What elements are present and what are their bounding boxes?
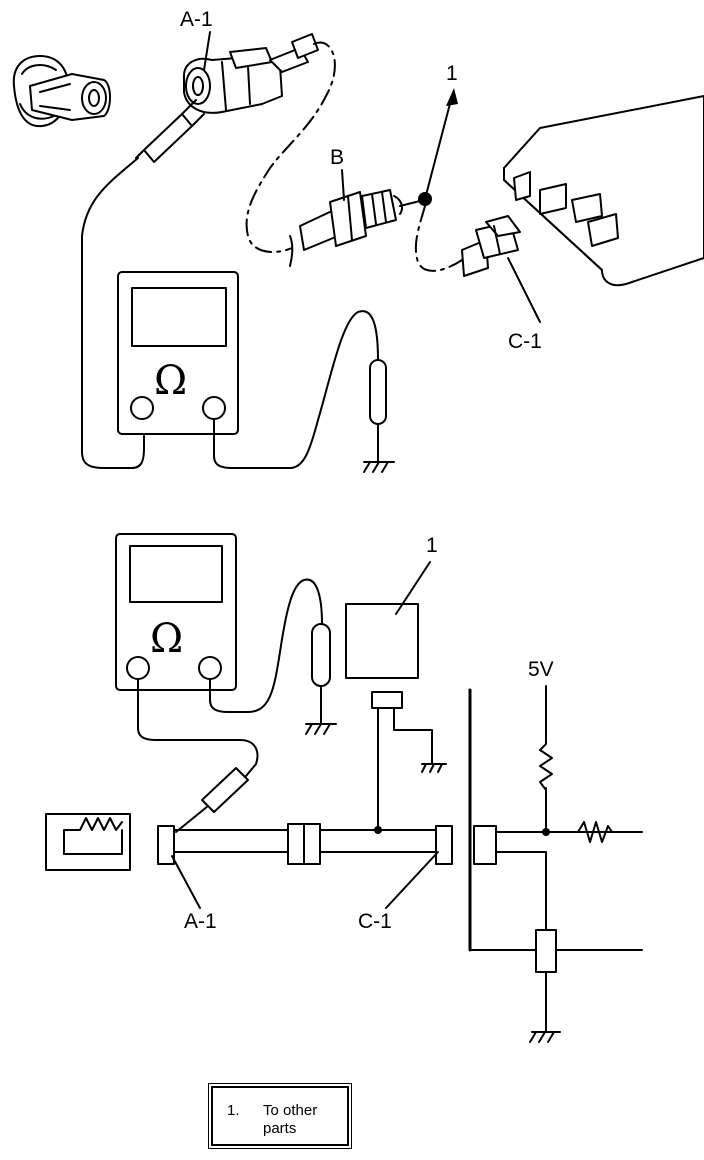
- ohm-symbol-top: Ω: [154, 358, 187, 404]
- lead-meter-to-a1-probe: [137, 679, 259, 777]
- lead-meter-to-ground-probe-bottom: [209, 578, 323, 713]
- leader-b: [341, 169, 345, 201]
- legend-text: To other parts: [263, 1102, 318, 1137]
- arrow-to-other-parts-top: [424, 95, 453, 200]
- other-parts-block: [345, 603, 447, 773]
- lead-a1-to-meter: [81, 157, 145, 469]
- label-1-bottom: 1: [426, 534, 438, 557]
- ohm-symbol-bottom: Ω: [150, 616, 183, 662]
- label-c1-top: C-1: [508, 330, 542, 353]
- ground-probe-bottom: [305, 623, 337, 735]
- connector-c1-top: [461, 215, 521, 277]
- sensor-box: [45, 813, 131, 871]
- label-1-top: 1: [446, 62, 458, 85]
- leader-c1-top: [507, 257, 541, 323]
- leader-a1-top: [203, 31, 211, 71]
- connector-b: [289, 189, 403, 267]
- leader-a1-bottom: [171, 855, 201, 909]
- label-c1-bottom: C-1: [358, 910, 392, 933]
- leader-c1-bottom: [385, 851, 439, 909]
- connector-a1-top: [183, 33, 319, 114]
- label-b: B: [330, 146, 344, 169]
- arrowhead-top: [446, 88, 458, 106]
- leader-1-bottom: [395, 561, 431, 615]
- bulb-socket-illustration: [12, 55, 111, 128]
- probe-a1-bottom: [175, 767, 249, 833]
- legend-number: 1.: [227, 1102, 240, 1119]
- harness-a1-to-c1: [157, 823, 453, 865]
- label-a1-top: A-1: [180, 8, 213, 31]
- harness-a1-to-b: [245, 41, 336, 253]
- control-unit-circuit: [468, 685, 643, 1043]
- legend-box: 1. To other parts: [208, 1083, 352, 1149]
- lead-meter-to-ground-probe-top: [213, 310, 379, 469]
- ground-probe-top: [363, 359, 395, 473]
- label-a1-bottom: A-1: [184, 910, 217, 933]
- label-5v: 5V: [528, 658, 554, 681]
- multimeter-top: [117, 271, 239, 435]
- harness-splice-to-c1: [414, 205, 463, 272]
- multimeter-bottom: [115, 533, 237, 691]
- control-unit-box: [503, 95, 704, 287]
- probe-a1-top: [135, 99, 205, 163]
